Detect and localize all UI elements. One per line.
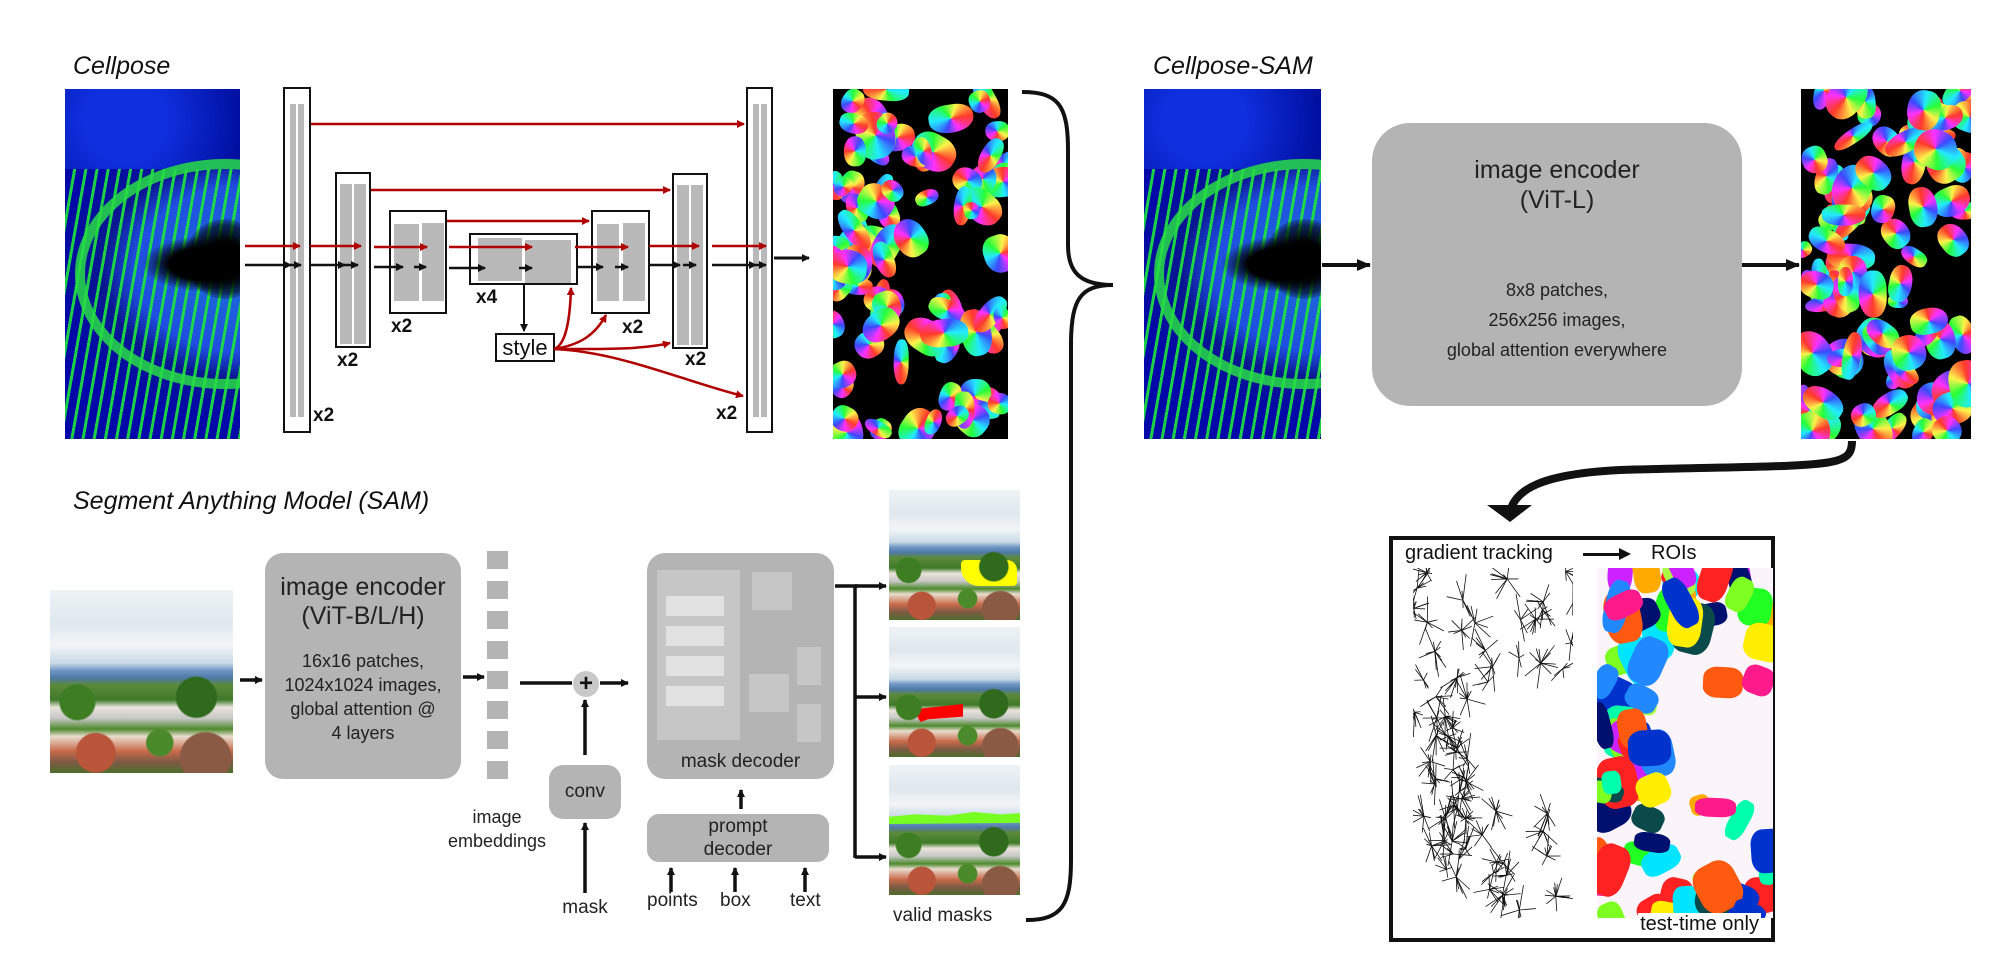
mask-overlay-green [889, 812, 1020, 824]
unet-encoder-block-1 [283, 87, 311, 433]
style-box: style [495, 333, 555, 362]
style-arrow-dec1 [553, 347, 744, 399]
unet-bottleneck-block [469, 233, 578, 285]
embeddings-label-line1: image [472, 807, 522, 827]
sam-encoder-model: (ViT-B/L/H) [301, 602, 425, 630]
embedding-token [487, 761, 508, 779]
embedding-token [487, 581, 508, 599]
cellpose-sam-input-image [1144, 89, 1321, 439]
prompt-input-points: points [647, 890, 698, 911]
unet-encoder-block-3 [389, 210, 447, 314]
prompt-input-box: box [720, 890, 751, 911]
sam-encoder-detail-images: 1024x1024 images, [284, 675, 442, 695]
sam-title: Segment Anything Model (SAM) [73, 487, 430, 515]
prompt-decoder: prompt decoder [647, 814, 829, 862]
sam-encoder-detail-layers: 4 layers [331, 723, 395, 743]
arrow-to-rois [1583, 553, 1621, 556]
gradient-tracking-panel: gradient tracking ROIs test-time only [1389, 536, 1775, 942]
cellpose-title: Cellpose [73, 52, 171, 80]
test-time-only-label: test-time only [1638, 913, 1761, 936]
unet-encoder-block-2 [335, 172, 371, 348]
embedding-token [487, 701, 508, 719]
prompt-input-text: text [790, 890, 821, 911]
embedding-token [487, 641, 508, 659]
repeat-label-enc2: x2 [337, 350, 359, 371]
repeat-label-dec1: x2 [716, 403, 738, 424]
valid-mask-image-3 [889, 765, 1020, 895]
conv-block: conv [549, 765, 621, 819]
embedding-token [487, 671, 508, 689]
conv-label: conv [564, 781, 606, 802]
gradient-tracking-label: gradient tracking [1405, 542, 1553, 564]
style-arrow-dec3 [553, 314, 608, 351]
sam-input-image [50, 590, 233, 773]
cellpose-sam-title: Cellpose-SAM [1153, 52, 1313, 80]
repeat-label-bottleneck: x4 [476, 287, 498, 308]
prompt-decoder-line2: decoder [703, 839, 773, 860]
mask-decoder: mask decoder [647, 553, 834, 779]
valid-masks-label: valid masks [893, 905, 993, 926]
roi-segmentation-masks [1597, 568, 1773, 918]
mask-decoder-label: mask decoder [680, 751, 801, 772]
arrow-head-icon [1619, 548, 1631, 560]
cellpose-input-image [65, 89, 240, 439]
unet-decoder-block-1 [746, 87, 773, 433]
prompt-decoder-line1: prompt [708, 816, 768, 837]
cellpose-sam-image-encoder: image encoder (ViT-L) 8x8 patches, 256x2… [1372, 123, 1742, 406]
style-arrow-bottleneck [553, 287, 575, 351]
encoder-model: (ViT-L) [1519, 186, 1595, 214]
unet-decoder-block-3 [591, 210, 650, 314]
plus-combine-node: + [573, 671, 599, 697]
sam-encoder-detail-patches: 16x16 patches, [301, 651, 425, 671]
main-flow-arrows [245, 254, 810, 332]
sam-flow-arrows [240, 582, 887, 893]
encoder-title: image encoder [1474, 156, 1640, 184]
sam-encoder-title: image encoder [280, 573, 446, 601]
sam-encoder-detail-attention: global attention @ [290, 699, 436, 719]
embedding-token [487, 551, 508, 569]
cellpose-sam-output-flow-image [1801, 89, 1971, 439]
style-label: style [502, 335, 548, 360]
curved-arrow-head-icon [1487, 505, 1532, 522]
encoder-detail-images: 256x256 images, [1488, 310, 1626, 330]
rois-label: ROIs [1651, 542, 1697, 564]
embeddings-label-line2: embeddings [447, 831, 547, 851]
valid-mask-image-2 [889, 627, 1020, 757]
image-embeddings-stack [487, 551, 509, 781]
cellpose-output-flow-image [833, 89, 1008, 439]
plus-icon: + [578, 670, 593, 697]
repeat-label-enc1: x2 [313, 405, 335, 426]
valid-mask-image-1 [889, 490, 1020, 620]
embedding-token [487, 731, 508, 749]
repeat-label-enc3: x2 [391, 316, 413, 337]
repeat-label-dec2: x2 [685, 349, 707, 370]
mask-input-label: mask [562, 897, 608, 918]
skip-connections [245, 120, 767, 399]
encoder-detail-patches: 8x8 patches, [1505, 280, 1609, 300]
repeat-label-dec3: x2 [622, 317, 644, 338]
image-embeddings-label: image embeddings [432, 805, 562, 853]
embedding-token [487, 611, 508, 629]
output-to-gradient-curved-arrow [1506, 440, 1856, 514]
sam-image-encoder: image encoder (ViT-B/L/H) 16x16 patches,… [265, 553, 461, 779]
curly-brace [1021, 90, 1114, 922]
encoder-detail-attention: global attention everywhere [1446, 340, 1668, 360]
